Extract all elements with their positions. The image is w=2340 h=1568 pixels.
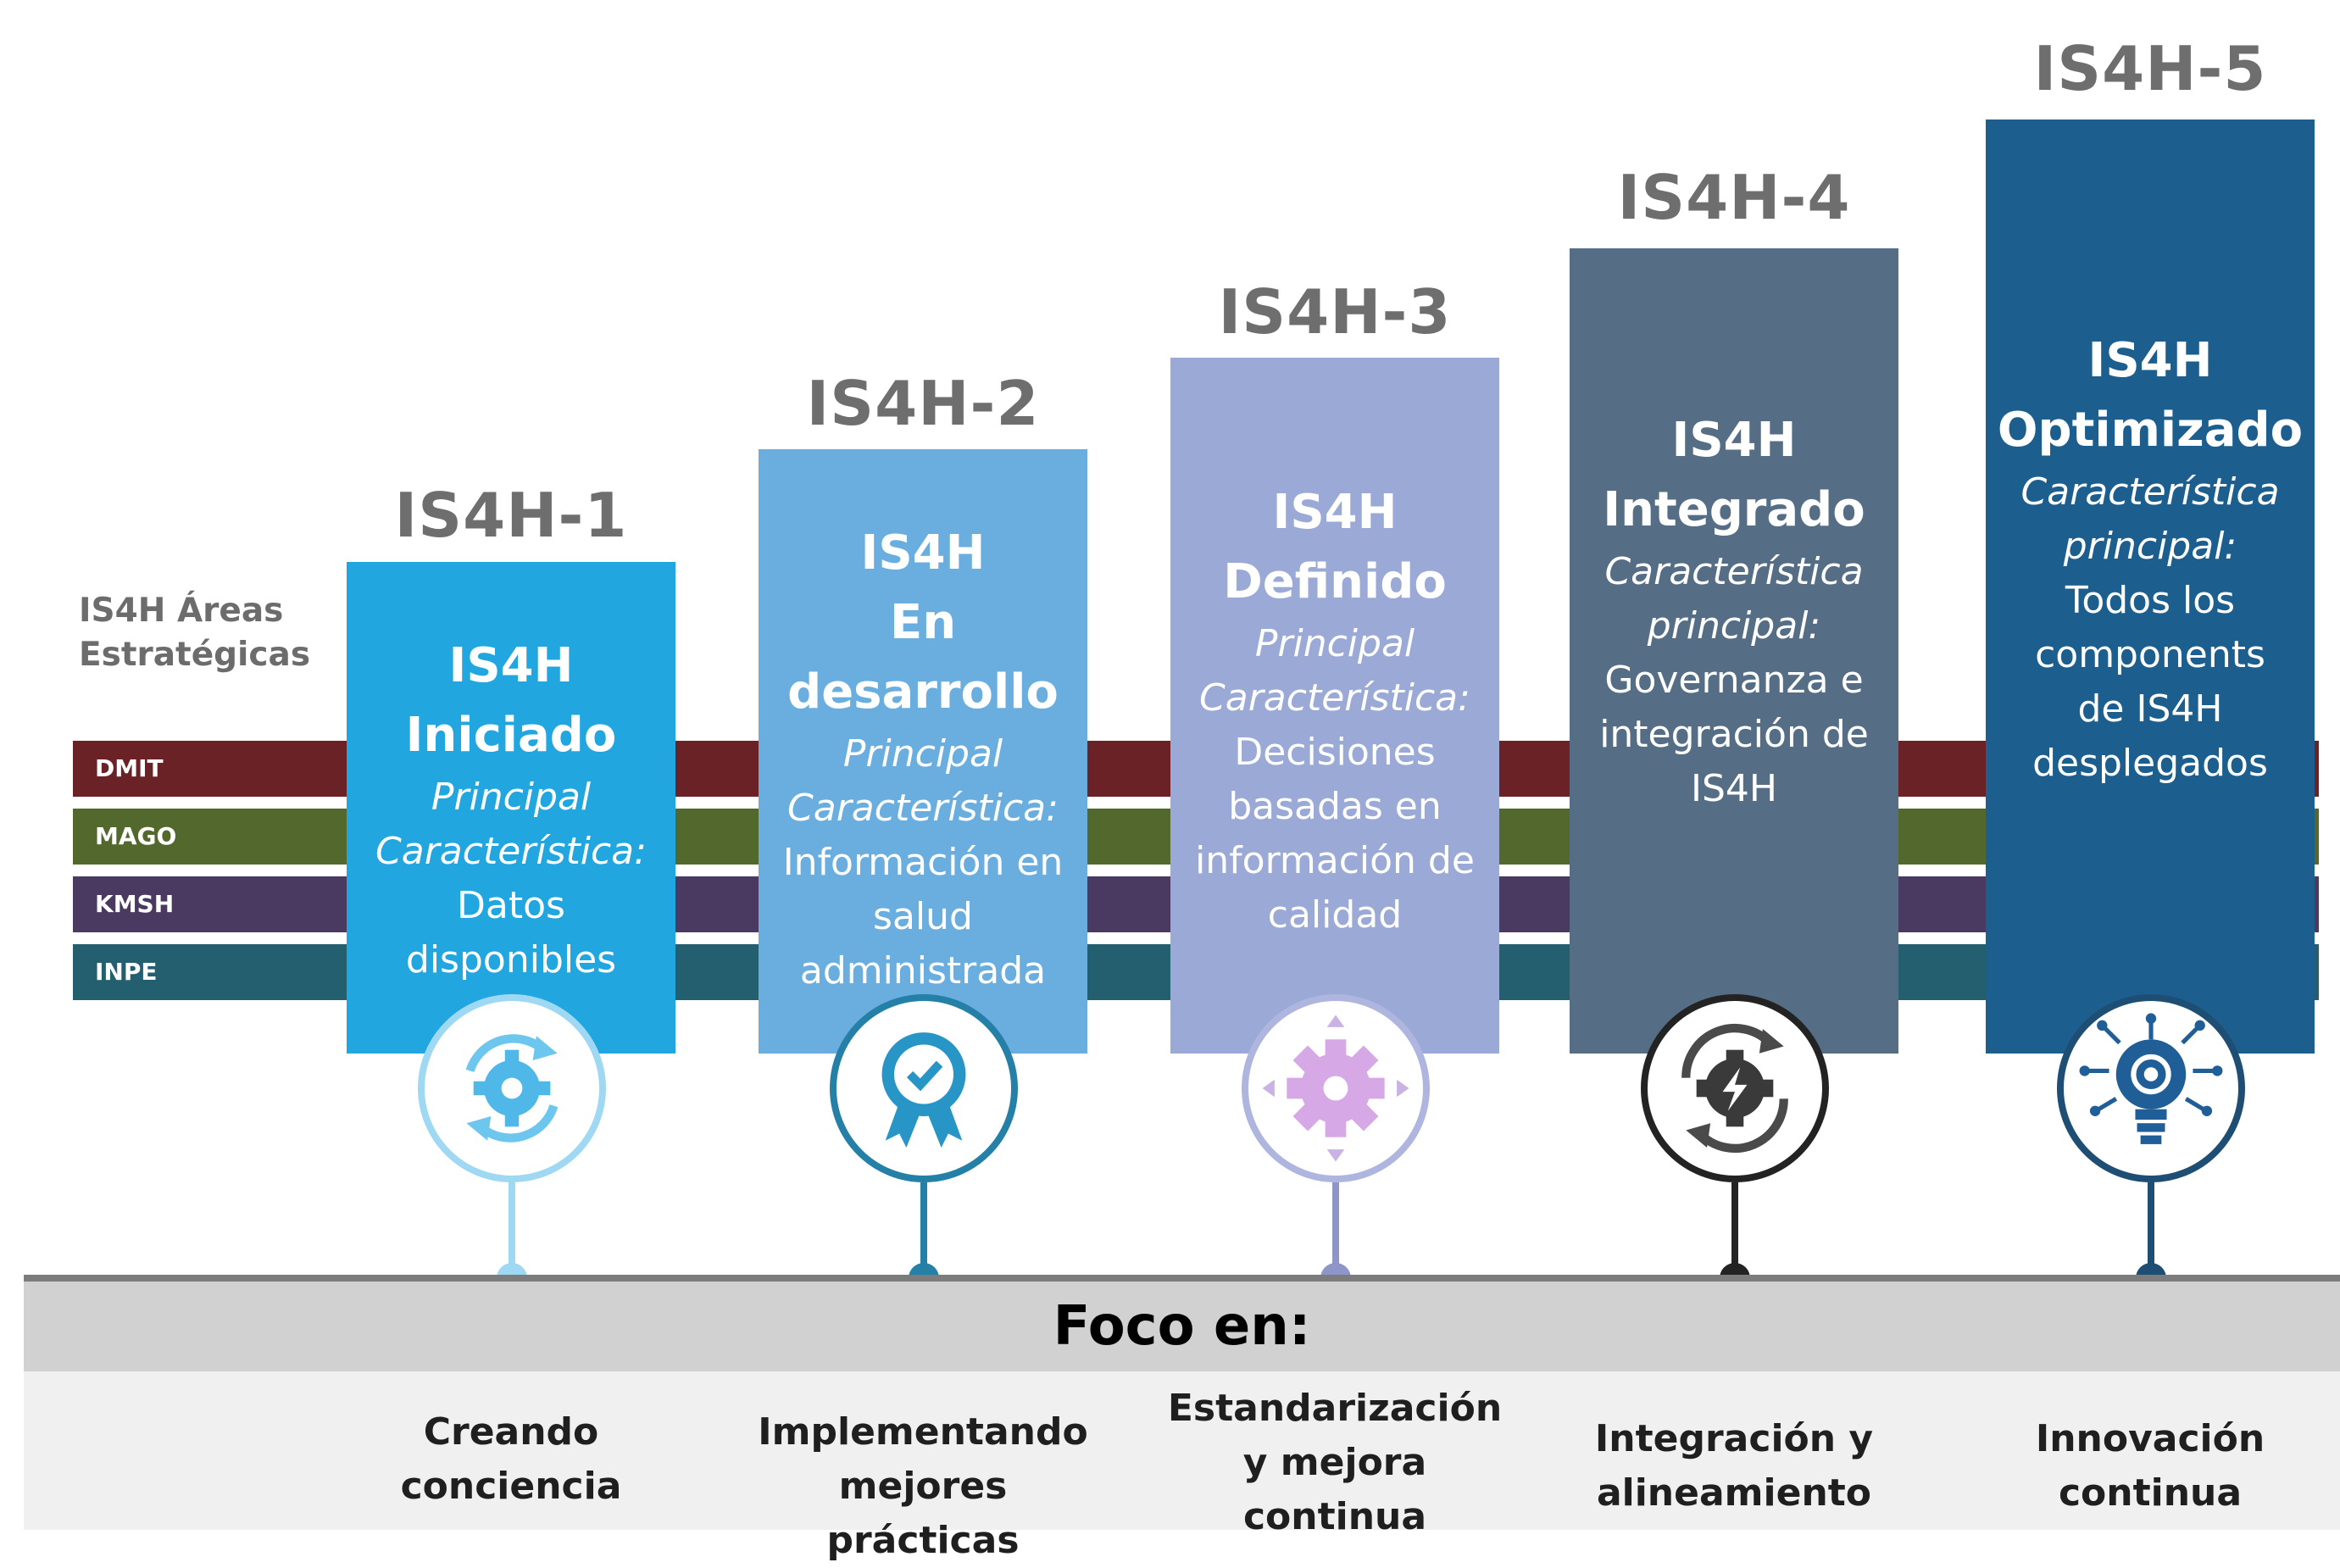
band-label-inpe: INPE xyxy=(95,958,158,986)
focus-text-2b: mejores prácticas xyxy=(826,1465,1020,1562)
stem-5 xyxy=(2148,1182,2154,1276)
level-column-2: IS4H En desarrollo Principal Característ… xyxy=(759,449,1087,1054)
characteristic-desc-5d: desplegados xyxy=(2032,742,2268,785)
band-label-dmit: DMIT xyxy=(95,754,164,782)
level-name-3a: IS4H xyxy=(1272,485,1398,540)
characteristic-desc-5a: Todos los xyxy=(2065,579,2236,622)
focus-text-5a: Innovación xyxy=(2035,1417,2265,1460)
characteristic-desc-3b: basadas en xyxy=(1228,785,1442,828)
characteristic-label-4b: principal: xyxy=(1647,604,1821,648)
characteristic-desc-2a: Información en xyxy=(782,841,1064,884)
focus-text-3a: Estandarización xyxy=(1167,1387,1503,1430)
focus-text-4: Integración y alineamiento xyxy=(1556,1412,1912,1521)
characteristic-label-1a: Principal xyxy=(431,776,592,819)
focus-title: Foco en: xyxy=(1053,1295,1311,1358)
focus-text-1: Creando conciencia xyxy=(333,1405,689,1514)
focus-text-3c: continua xyxy=(1242,1495,1427,1538)
focus-text-5b: continua xyxy=(2058,1471,2243,1515)
characteristic-desc-1b: disponibles xyxy=(405,938,617,981)
focus-text-2: Implementando mejores prácticas xyxy=(745,1405,1101,1568)
focus-text-3: Estandarización y mejora continua xyxy=(1157,1382,1513,1544)
stem-1 xyxy=(509,1182,515,1276)
characteristic-label-3a: Principal xyxy=(1254,622,1415,665)
characteristic-desc-4a: Governanza e xyxy=(1604,659,1864,702)
level-title-4: IS4H-4 xyxy=(1617,162,1851,233)
level-column-3: IS4H Definido Principal Característica: … xyxy=(1170,358,1499,1054)
characteristic-label-5a: Característica xyxy=(2020,470,2280,514)
level-name-1a: IS4H xyxy=(448,638,574,693)
level-title-2: IS4H-2 xyxy=(806,368,1040,439)
level-column-5: IS4H Optimizado Característica principal… xyxy=(1986,120,2315,1054)
innovation-bulb-icon xyxy=(2057,994,2245,1182)
level-title-3: IS4H-3 xyxy=(1218,276,1452,348)
level-name-4b: Integrado xyxy=(1603,482,1865,537)
characteristic-desc-3a: Decisiones xyxy=(1234,731,1436,774)
stem-2 xyxy=(920,1182,927,1276)
level-name-2c: desarrollo xyxy=(787,664,1059,720)
level-name-4a: IS4H xyxy=(1671,413,1797,468)
stem-4 xyxy=(1731,1182,1738,1276)
level-name-2b: En xyxy=(889,595,957,650)
level-column-1: IS4H Iniciado Principal Característica: … xyxy=(347,562,675,1054)
focus-text-1b: conciencia xyxy=(400,1465,622,1508)
level-name-3b: Definido xyxy=(1223,554,1447,609)
focus-text-4b: alineamiento xyxy=(1596,1471,1872,1515)
band-label-mago: MAGO xyxy=(95,822,177,850)
characteristic-label-2b: Característica: xyxy=(787,787,1059,830)
focus-items-band xyxy=(24,1371,2340,1530)
level-name-1b: Iniciado xyxy=(405,708,617,763)
stem-3 xyxy=(1332,1182,1339,1276)
focus-text-3b: y mejora xyxy=(1242,1441,1427,1484)
timeline-axis xyxy=(24,1275,2340,1282)
focus-text-4a: Integración y xyxy=(1594,1417,1874,1460)
areas-title: IS4H Áreas Estratégicas xyxy=(79,592,311,674)
gear-refresh-icon xyxy=(418,994,606,1182)
characteristic-desc-2c: administrada xyxy=(799,949,1047,993)
focus-text-2a: Implementando xyxy=(758,1410,1088,1454)
focus-band xyxy=(24,1282,2340,1371)
characteristic-label-2a: Principal xyxy=(842,732,1003,776)
characteristic-desc-5c: de IS4H xyxy=(2077,687,2223,731)
level-name-5a: IS4H xyxy=(2087,333,2213,388)
focus-text-5: Innovación continua xyxy=(1972,1412,2328,1521)
gear-arrows-icon xyxy=(1242,994,1430,1182)
level-title-5: IS4H-5 xyxy=(2033,33,2267,104)
focus-text-1a: Creando xyxy=(423,1410,599,1454)
level-title-1: IS4H-1 xyxy=(394,480,628,551)
characteristic-label-4a: Característica xyxy=(1604,550,1864,593)
characteristic-desc-4b: integración de xyxy=(1599,713,1869,756)
characteristic-desc-4c: IS4H xyxy=(1691,767,1777,810)
characteristic-desc-3c: información de xyxy=(1195,839,1475,882)
level-name-2a: IS4H xyxy=(860,525,986,581)
characteristic-label-3b: Característica: xyxy=(1199,676,1470,720)
band-label-kmsh: KMSH xyxy=(95,890,175,918)
characteristic-label-5b: principal: xyxy=(2063,525,2237,568)
award-ribbon-icon xyxy=(830,994,1018,1182)
characteristic-desc-5b: components xyxy=(2035,633,2265,676)
level-column-4: IS4H Integrado Característica principal:… xyxy=(1570,248,1898,1054)
level-name-5b: Optimizado xyxy=(1997,403,2304,458)
characteristic-desc-3d: calidad xyxy=(1267,893,1403,937)
characteristic-label-1b: Característica: xyxy=(375,830,647,873)
characteristic-desc-2b: salud xyxy=(873,895,973,938)
characteristic-desc-1a: Datos xyxy=(457,884,565,927)
gear-lightning-icon xyxy=(1641,994,1829,1182)
